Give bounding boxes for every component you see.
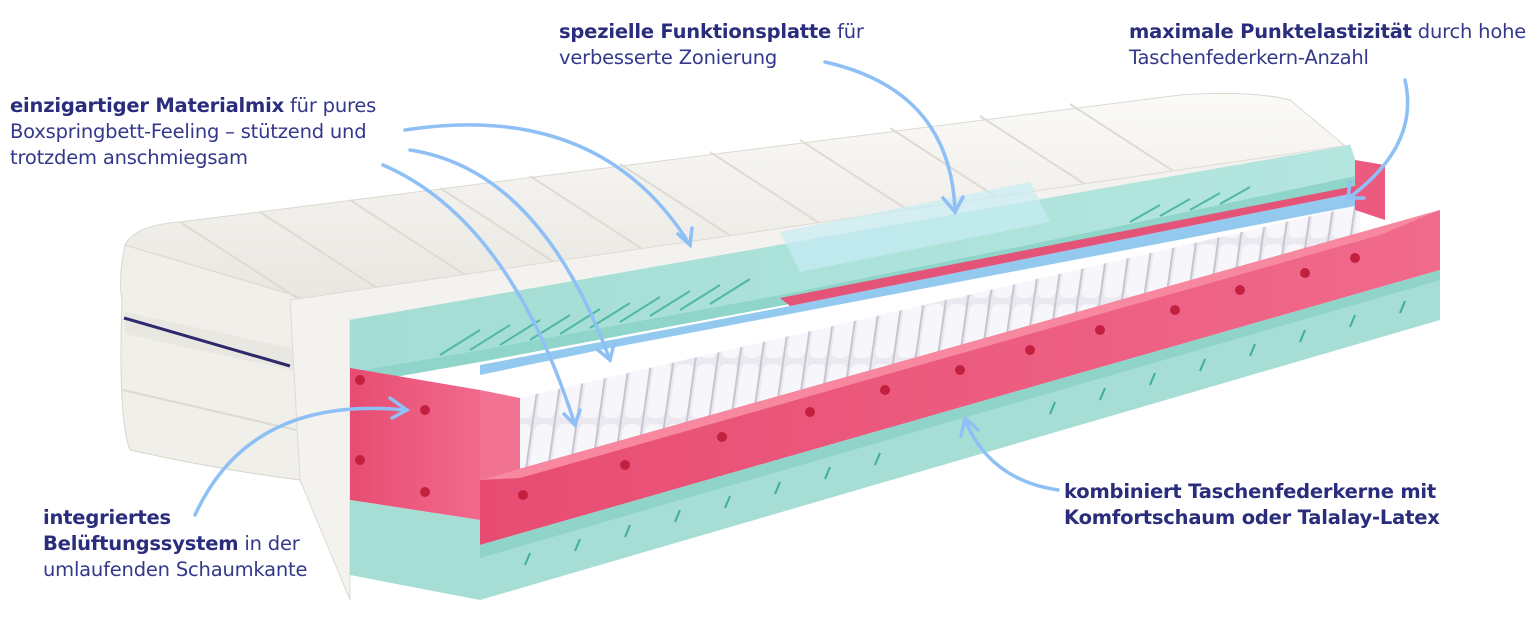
callout-funktionsplatte-text: für verbesserte Zonierung	[559, 20, 864, 69]
arrow-taschenfederkerne	[963, 418, 1060, 492]
arrow-belueftung	[193, 406, 407, 517]
pink-strip	[780, 185, 1360, 306]
callout-funktionsplatte-bold: spezielle Funktionsplatte	[559, 20, 832, 43]
mattress-cover	[120, 92, 1352, 481]
callout-punktelastizitaet-bold: maximale Punktelastizität	[1129, 20, 1412, 43]
callout-punktelastizitaet-text: durch hohe Taschenfederkern-Anzahl	[1129, 20, 1527, 69]
callout-belueftung-bold: integriertes Belüftungssystem	[43, 506, 239, 555]
callout-punktelastizitaet: maximale Punktelastizität durch hohe Tas…	[1129, 19, 1529, 71]
arrow-head-icon	[388, 396, 411, 420]
functional-plate	[350, 145, 1360, 385]
gel-layer	[480, 192, 1360, 375]
callout-funktionsplatte: spezielle Funktionsplatte für verbessert…	[559, 19, 899, 71]
arrow-head-icon	[959, 414, 980, 438]
callout-materialmix-text: für pures Boxspringbett-Feeling – stütze…	[10, 94, 377, 169]
callout-materialmix-bold: einzigartiger Materialmix	[10, 94, 284, 117]
callout-taschenfederkerne: kombiniert Taschenfederkerne mit Komfort…	[1064, 479, 1444, 531]
arrow-head-icon	[676, 226, 694, 249]
callout-materialmix: einzigartiger Materialmix für pures Boxs…	[10, 93, 430, 171]
arrow-head-icon	[941, 195, 965, 216]
arrow-materialmix-3	[381, 163, 577, 427]
callout-belueftung: integriertes Belüftungssystem in der uml…	[43, 505, 363, 583]
arrow-punktelastizitaet	[1348, 78, 1410, 199]
arrow-head-icon	[1346, 180, 1366, 200]
pink-foam-frame	[350, 160, 1440, 545]
annotation-arrows	[193, 60, 1410, 517]
callout-taschenfederkerne-bold: kombiniert Taschenfederkerne mit Komfort…	[1064, 480, 1440, 529]
arrow-materialmix-1	[403, 123, 692, 247]
arrow-head-icon	[562, 408, 582, 429]
arrow-head-icon	[596, 342, 616, 364]
pocket-spring-core	[510, 205, 1360, 480]
base-foam-layer	[350, 270, 1440, 600]
arrow-materialmix-2	[408, 148, 612, 362]
arrow-funktionsplatte	[823, 60, 957, 212]
callout-belueftung-text: in der umlaufenden Schaumkante	[43, 532, 308, 581]
